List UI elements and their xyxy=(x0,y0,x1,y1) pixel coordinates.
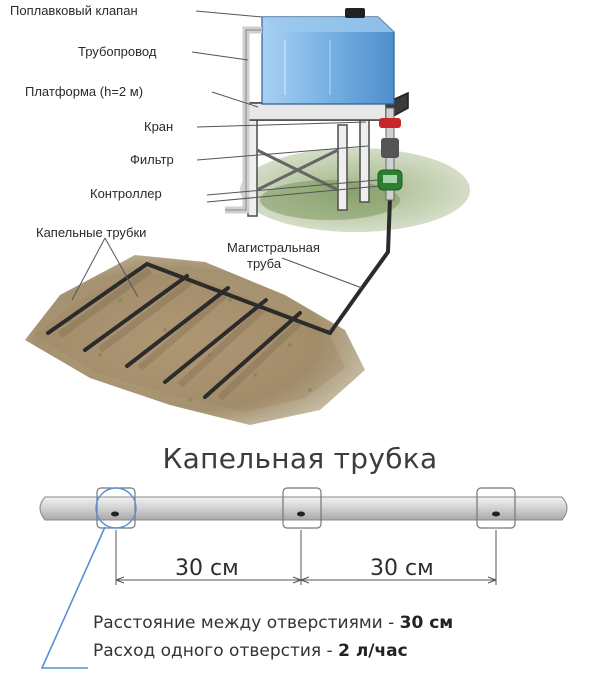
label-filter: Фильтр xyxy=(130,152,174,167)
drip-tube-title: Капельная трубка xyxy=(162,442,438,475)
garden-bed xyxy=(25,255,365,425)
emitter-hole xyxy=(492,511,500,517)
info-flow: Расход одного отверстия - 2 л/час xyxy=(93,641,408,661)
label-float-valve: Поплавковый клапан xyxy=(10,3,138,18)
main-pipe xyxy=(328,196,392,335)
label-controller: Контроллер xyxy=(90,186,162,201)
emitter-hole xyxy=(297,511,305,517)
label-platform: Платформа (h=2 м) xyxy=(25,84,144,99)
hole-highlight-circle xyxy=(95,487,137,529)
info-flow-label: Расход одного отверстия - xyxy=(93,641,339,661)
outlet-assembly xyxy=(377,107,403,201)
info-distance: Расстояние между отверстиями - 30 см xyxy=(93,613,453,633)
water-tank xyxy=(261,8,395,105)
spacing-right-label: 30 см xyxy=(370,556,434,581)
callout-bracket xyxy=(40,526,106,669)
grass-patch xyxy=(240,148,470,232)
leader-lines xyxy=(71,10,381,301)
emitter-hole xyxy=(111,511,119,517)
filter-icon xyxy=(381,138,399,158)
label-tap: Кран xyxy=(144,119,174,134)
dimension-lines xyxy=(115,530,497,585)
label-main-pipe-1: Магистральная xyxy=(227,240,320,255)
tap-icon xyxy=(379,118,401,128)
drip-tube-detail xyxy=(39,487,568,529)
label-main-pipe-2: труба xyxy=(247,256,282,271)
spacing-left-label: 30 см xyxy=(175,556,239,581)
label-pipeline: Трубопровод xyxy=(78,44,157,59)
info-flow-value: 2 л/час xyxy=(338,641,408,661)
info-distance-label: Расстояние между отверстиями - xyxy=(93,613,400,633)
info-distance-value: 30 см xyxy=(399,613,454,633)
drip-tubes xyxy=(46,262,332,399)
label-drip-tubes: Капельные трубки xyxy=(36,225,147,240)
